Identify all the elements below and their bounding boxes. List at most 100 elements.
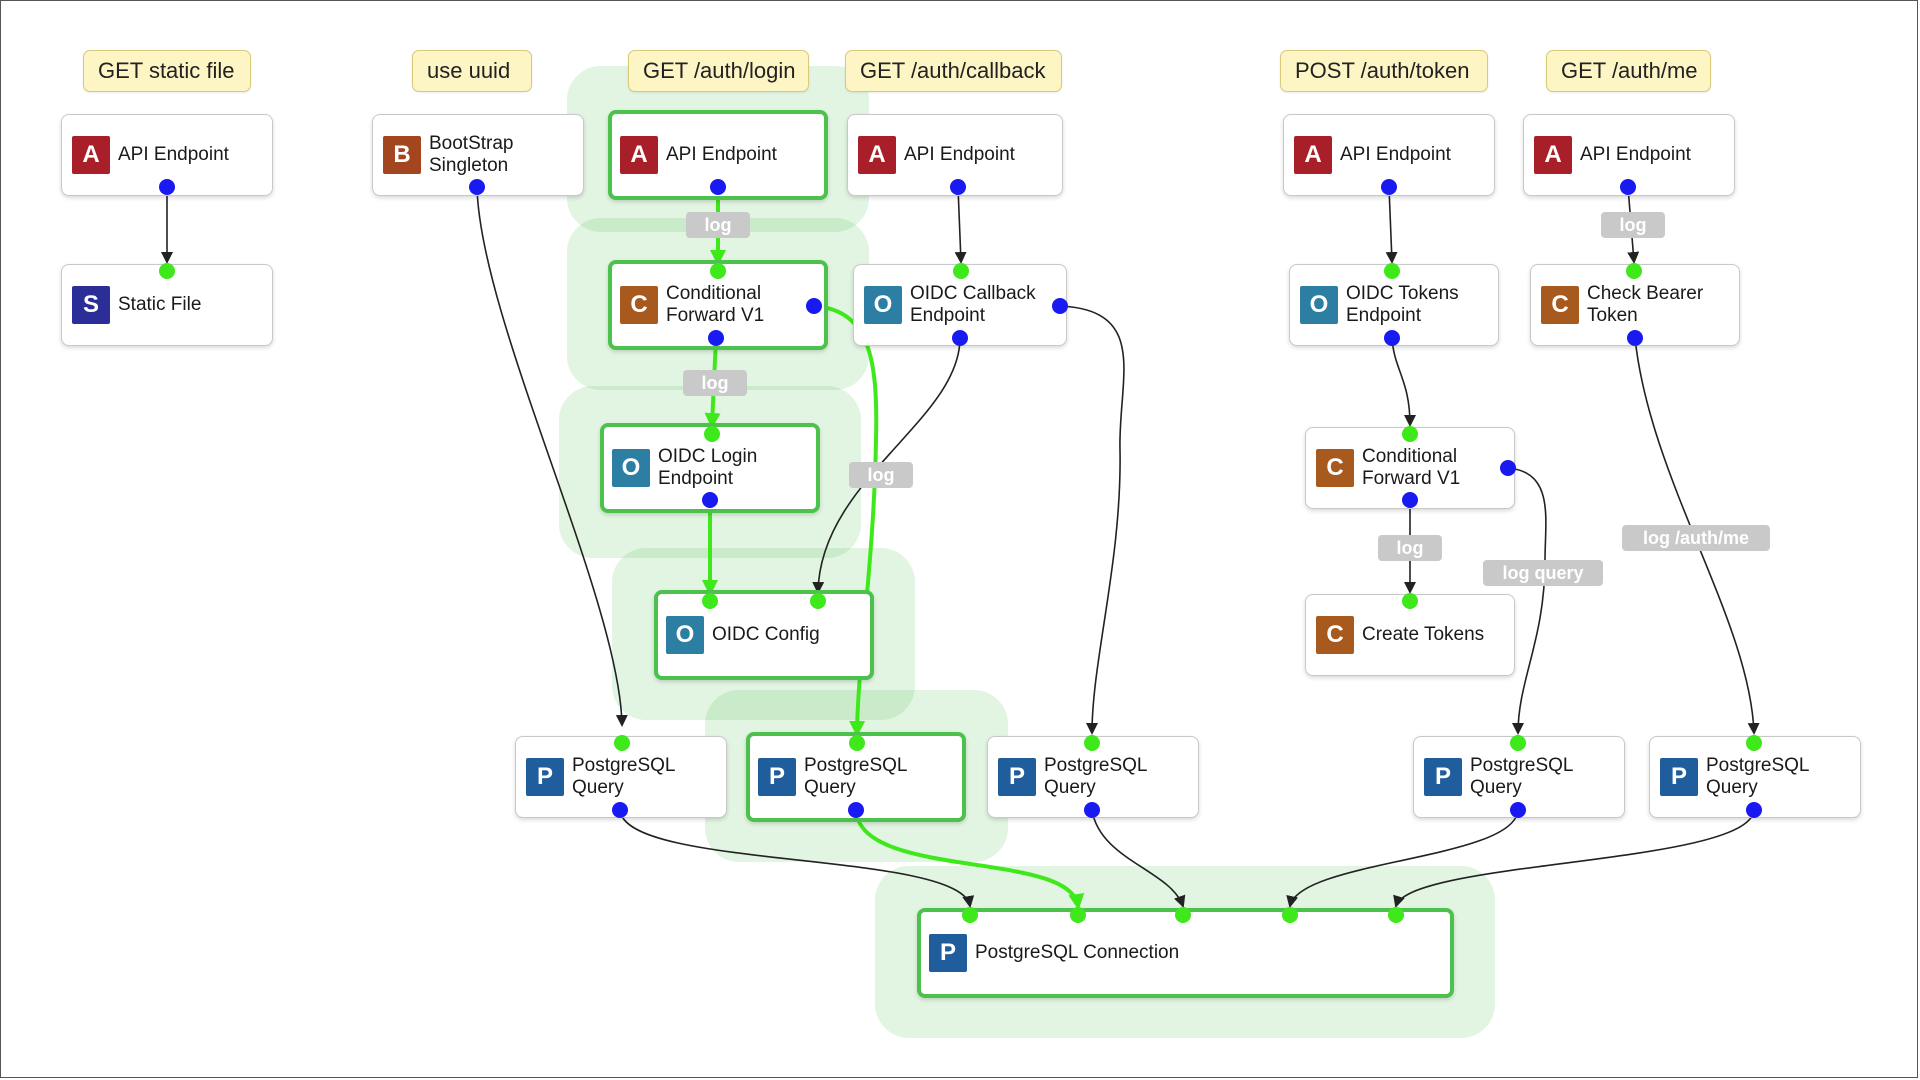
port-out (1620, 179, 1636, 195)
badge-a-icon: A (72, 136, 110, 174)
node-label: Static File (118, 294, 202, 315)
badge-c-icon: C (620, 286, 658, 324)
edge-pg3-conn (1091, 809, 1186, 908)
route-label-me[interactable]: GET /auth/me (1546, 50, 1711, 92)
edge-api3-callback (954, 186, 967, 264)
badge-p-icon: P (1660, 758, 1698, 796)
node-conditional-forward-login[interactable]: C Conditional Forward V1 (608, 260, 828, 350)
node-api-endpoint-token[interactable]: A API Endpoint (1283, 114, 1495, 196)
port-in (849, 735, 865, 751)
port-out (1381, 179, 1397, 195)
port-out (469, 179, 485, 195)
node-postgresql-query-2[interactable]: P PostgreSQL Query (746, 732, 966, 822)
port-in (702, 593, 718, 609)
badge-c-icon: C (1316, 449, 1354, 487)
node-api-endpoint-static[interactable]: A API Endpoint (61, 114, 273, 196)
node-label: OIDC Login Endpoint (658, 446, 758, 489)
port-in (1175, 907, 1191, 923)
node-api-endpoint-callback[interactable]: A API Endpoint (847, 114, 1063, 196)
edge-callback-pg3 (1059, 305, 1125, 735)
port-in (1402, 593, 1418, 609)
badge-a-icon: A (1294, 136, 1332, 174)
port-out (1746, 802, 1762, 818)
node-label: PostgreSQL Query (1706, 755, 1810, 798)
badge-s-icon: S (72, 286, 110, 324)
port-in (962, 907, 978, 923)
route-label-callback[interactable]: GET /auth/callback (845, 50, 1062, 92)
port-out (950, 179, 966, 195)
node-label: BootStrap Singleton (429, 133, 514, 176)
port-in (1084, 735, 1100, 751)
edge-label-log-2[interactable]: log (683, 370, 747, 396)
port-out (159, 179, 175, 195)
node-oidc-config[interactable]: O OIDC Config (654, 590, 874, 680)
port-in (704, 426, 720, 442)
node-label: API Endpoint (904, 144, 1015, 165)
edge-label-log-me[interactable]: log /auth/me (1622, 525, 1770, 551)
edge-bootstrap-pg1 (476, 186, 628, 727)
port-in (710, 263, 726, 279)
port-in (953, 263, 969, 279)
port-in (1282, 907, 1298, 923)
edge-label-log-5[interactable]: log (1378, 535, 1442, 561)
node-label: API Endpoint (1340, 144, 1451, 165)
port-out (1627, 330, 1643, 346)
edge-label-log-1[interactable]: log (686, 212, 750, 238)
badge-o-icon: O (864, 286, 902, 324)
port-out (710, 179, 726, 195)
node-label: PostgreSQL Query (572, 755, 676, 798)
badge-p-icon: P (998, 758, 1036, 796)
port-out (708, 330, 724, 346)
port-in (1626, 263, 1642, 279)
edge-pg1-conn (619, 809, 975, 908)
edge-label-log-query[interactable]: log query (1483, 560, 1603, 586)
badge-p-icon: P (526, 758, 564, 796)
edge-callback-config (812, 337, 961, 594)
badge-o-icon: O (612, 449, 650, 487)
port-in (1746, 735, 1762, 751)
edge-tokens-cond2 (1391, 337, 1416, 427)
node-label: API Endpoint (1580, 144, 1691, 165)
port-out (1510, 802, 1526, 818)
node-label: PostgreSQL Query (1470, 755, 1574, 798)
port-in (1510, 735, 1526, 751)
node-api-endpoint-login[interactable]: A API Endpoint (608, 110, 828, 200)
edge-active-pg2-conn (854, 809, 1085, 910)
port-in (614, 735, 630, 751)
node-label: Check Bearer Token (1587, 283, 1704, 326)
edge-pg4-conn (1286, 809, 1519, 908)
badge-c-icon: C (1541, 286, 1579, 324)
node-label: OIDC Config (712, 624, 820, 645)
port-in (1388, 907, 1404, 923)
port-in (1070, 907, 1086, 923)
port-out (806, 298, 822, 314)
badge-p-icon: P (929, 934, 967, 972)
badge-a-icon: A (620, 136, 658, 174)
route-label-uuid[interactable]: use uuid (412, 50, 532, 92)
node-check-bearer-token[interactable]: C Check Bearer Token (1530, 264, 1740, 346)
node-label: API Endpoint (118, 144, 229, 165)
badge-o-icon: O (1300, 286, 1338, 324)
badge-a-icon: A (1534, 136, 1572, 174)
route-label-token[interactable]: POST /auth/token (1280, 50, 1488, 92)
port-out (1402, 492, 1418, 508)
port-in (1402, 426, 1418, 442)
port-out (1052, 298, 1068, 314)
port-out (1384, 330, 1400, 346)
route-label-static[interactable]: GET static file (83, 50, 251, 92)
badge-p-icon: P (758, 758, 796, 796)
port-out (1500, 460, 1516, 476)
node-label: Conditional Forward V1 (1362, 446, 1461, 489)
route-label-login[interactable]: GET /auth/login (628, 50, 809, 92)
badge-p-icon: P (1424, 758, 1462, 796)
badge-b-icon: B (383, 136, 421, 174)
edge-label-log-4[interactable]: log (1601, 212, 1665, 238)
badge-c-icon: C (1316, 616, 1354, 654)
node-label: PostgreSQL Query (804, 755, 908, 798)
port-in (1384, 263, 1400, 279)
badge-a-icon: A (858, 136, 896, 174)
edge-label-log-3[interactable]: log (849, 462, 913, 488)
